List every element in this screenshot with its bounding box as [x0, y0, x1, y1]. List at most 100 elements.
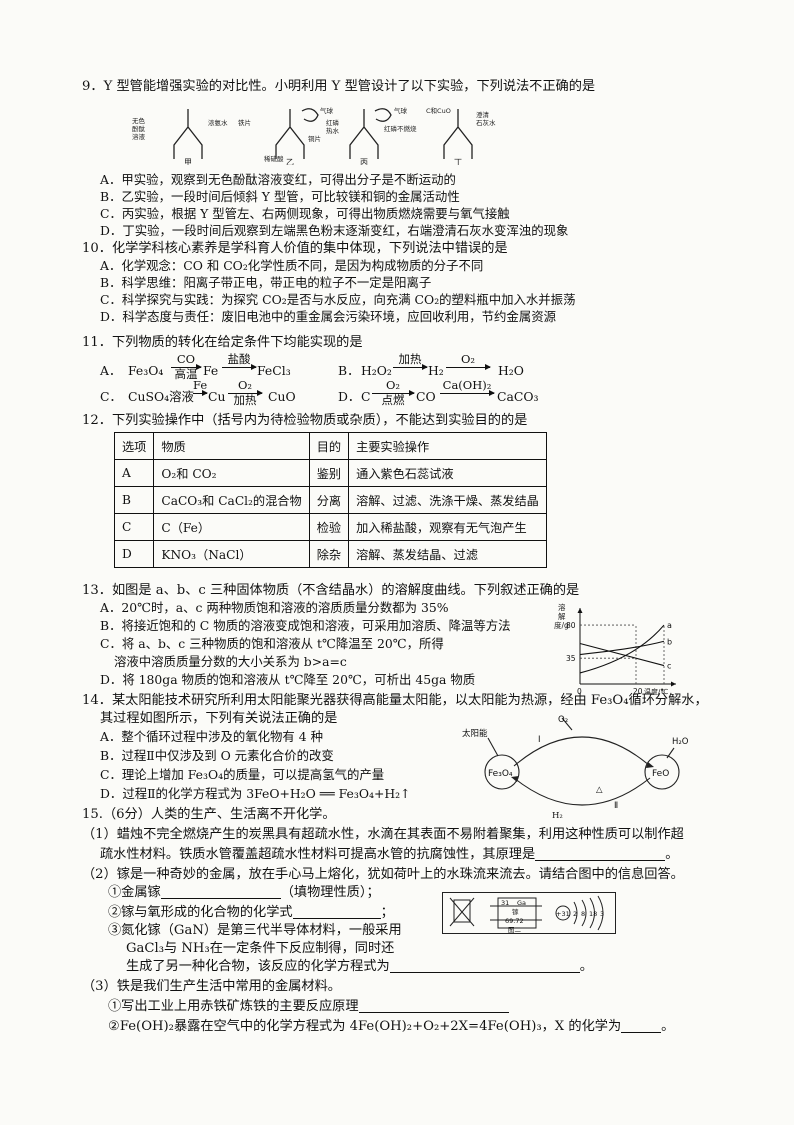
table-cell: B	[113, 486, 155, 514]
answer-blank[interactable]	[535, 848, 666, 862]
table-cell: 溶解、蒸发结晶、过滤	[348, 540, 547, 568]
x-axis-label: 温度/℃	[644, 687, 668, 696]
q11-b-arrow2: O₂	[446, 353, 491, 370]
x-axis-arrow	[671, 681, 676, 687]
answer-blank[interactable]	[621, 1020, 662, 1034]
q9-fig4-tag: 丁	[454, 158, 462, 165]
q11-c-s1: CuSO₄溶液	[128, 389, 194, 404]
q11-d-s1: C	[361, 389, 371, 404]
table-cell: 检验	[308, 513, 350, 541]
ga-nucleus: +31	[556, 910, 570, 918]
q15-part3: （3）铁是我们生产生活中常用的金属材料。	[82, 979, 341, 994]
ga-name: 镓	[512, 907, 519, 916]
chart-ylabel: 溶	[558, 602, 566, 612]
heat-symbol: △	[596, 785, 603, 795]
q11-a-s3: FeCl₃	[257, 363, 291, 378]
table-cell: A	[113, 459, 155, 487]
table-cell: 鉴别	[308, 459, 350, 487]
q9-fig4-label: C和CuO	[426, 106, 451, 115]
fe3o4-node: Fe₃O₄	[488, 769, 513, 779]
q11-d-s2: CO	[416, 389, 436, 404]
q11-b-s3: H₂O	[498, 363, 524, 378]
q9-apparatus-figure: 无色 酚酞 溶液 浓氨水 气球 铁片 铜片 稀硫酸 气球 红磷 热水 红磷不燃烧…	[132, 106, 496, 165]
h2-label: H₂	[552, 811, 563, 821]
q11-c-tag: C．	[100, 389, 122, 404]
q15-j1: ①写出工业上用赤铁矿炼铁的主要反应原理	[108, 1000, 509, 1014]
series-c-line	[579, 642, 665, 667]
q15-part1-cont: 疏水性材料。铁质水管覆盖超疏水性材料可提高水管的抗腐蚀性，其原理是。	[100, 847, 679, 862]
table-row: A O₂和 CO₂ 鉴别 通入紫色石蕊试液	[113, 459, 547, 487]
process-1-label: I	[538, 735, 541, 745]
table-cell: 除杂	[308, 540, 350, 568]
x-tick-label: 20	[633, 687, 643, 696]
table-cell: 溶解、过滤、洗涤干燥、蒸发结晶	[348, 486, 547, 514]
q10-option-c: C．科学探究与实践：为探究 CO₂是否与水反应，向充满 CO₂的塑料瓶中加入水并…	[100, 292, 576, 307]
q9-option-c: C．丙实验，根据 Y 型管左、右两侧现象，可得出物质燃烧需要与氧气接触	[100, 206, 510, 221]
q11-a-arrow2: 盐酸	[222, 353, 257, 370]
y-tick-label: 80	[566, 621, 576, 630]
chart-ylabel: 度/g	[554, 620, 569, 630]
q11-d-tag: D．	[338, 389, 361, 404]
q13-option-b: B．将接近饱和的 C 物质的溶液变成饱和溶液，可采用加溶质、降温等方法	[100, 618, 511, 633]
table-cell: C（Fe）	[153, 513, 310, 541]
q13-option-a: A．20℃时，a、c 两种物质饱和溶液的溶质质量分数都为 35%	[100, 600, 449, 615]
q13-option-c-cont: 溶液中溶质质量分数的大小关系为 b>a=c	[114, 654, 347, 669]
q10-option-d: D．科学态度与责任：废旧电池中的重金属会污染环境，应回收利用，节约金属资源	[100, 309, 556, 324]
ga-shell: 18	[589, 910, 597, 918]
ga-shell: 8	[581, 910, 585, 918]
q14-option-c: C．理论上增加 Fe₃O₄的质量，可以提高氢气的产量	[100, 767, 385, 782]
y-axis-arrow	[577, 608, 583, 613]
figure-caption: 图二	[508, 926, 522, 934]
q11-a-s2: Fe	[203, 363, 219, 378]
q14-option-d: D．过程Ⅱ的化学方程式为 3FeO+H₂O ══ Fe₃O₄+H₂↑	[100, 786, 411, 801]
table-cell: C	[113, 513, 155, 541]
q15-item3: ③氮化镓（GaN）是第三代半导体材料，一般采用	[108, 923, 402, 938]
q9-option-b: B．乙实验，一段时间后倾斜 Y 型管，可比较镁和铜的金属活动性	[100, 189, 460, 204]
chart-ylabel: 解	[558, 611, 566, 621]
table-header-cell: 选项	[113, 432, 155, 460]
answer-blank[interactable]	[358, 1000, 509, 1014]
answer-blank[interactable]	[389, 960, 580, 974]
q11-stem: 11．下列物质的转化在给定条件下均能实现的是	[82, 335, 363, 350]
table-header-cell: 主要实验操作	[348, 432, 547, 460]
water-splitting-cycle-diagram: 太阳能 O₂ H₂O Fe₃O₄ FeO I △ Ⅱ	[462, 715, 689, 812]
series-label: c	[667, 662, 671, 671]
q11-b-tag: B．	[338, 363, 360, 378]
q10-option-b: B．科学思维：阳离子带正电，带正电的粒子不一定是阳离子	[100, 275, 432, 290]
q9-fig3-label: 红磷	[326, 118, 340, 127]
series-a-line	[579, 624, 665, 674]
y-tick-label: 35	[566, 654, 576, 663]
process-2-label: Ⅱ	[614, 801, 618, 811]
q14-option-b: B．过程Ⅱ中仅涉及到 O 元素化合价的改变	[100, 748, 334, 763]
answer-blank[interactable]	[160, 886, 281, 900]
ga-shell: 2	[573, 910, 577, 918]
q15-part1: （1）蜡烛不完全燃烧产生的炭黑具有超疏水性，水滴在其表面不易附着聚集，利用这种性…	[82, 827, 684, 842]
q9-fig3-tag: 丙	[360, 158, 368, 165]
q14-stem-cont: 其过程如图所示，下列有关说法正确的是	[100, 711, 338, 726]
answer-blank[interactable]	[292, 906, 381, 920]
table-cell: 分离	[308, 486, 350, 514]
q15-item3-cont: GaCl₃与 NH₃在一定条件下反应制得，同时还	[126, 941, 395, 956]
series-label: a	[667, 621, 672, 630]
q9-fig1-label: 溶液	[132, 132, 146, 141]
q9-fig1-label: 酚酞	[132, 124, 146, 133]
q13-option-c: C．将 a、b、c 三种物质的饱和溶液从 t℃降温至 20℃，所得	[100, 636, 444, 651]
q9-fig1-label: 无色	[132, 116, 146, 125]
q13-stem: 13．如图是 a、b、c 三种固体物质（不含结晶水）的溶解度曲线。下列叙述正确的…	[82, 583, 580, 598]
q10-option-a: A．化学观念：CO 和 CO₂化学性质不同，是因为构成物质的分子不同	[100, 258, 484, 273]
x-tick-label: t	[661, 687, 664, 696]
q14-stem: 14．某太阳能技术研究所利用太阳能聚光器获得高能量太阳能，以太阳能为热源，经由 …	[82, 693, 708, 708]
q15-part2: （2）镓是一种奇妙的金属，放在手心马上熔化，犹如荷叶上的水珠流来流去。请结合图中…	[82, 867, 684, 882]
table-cell: CaCO₃和 CaCl₂的混合物	[153, 486, 310, 514]
q9-fig2-label: 稀硫酸	[264, 154, 284, 163]
q11-c-s3: CuO	[268, 389, 296, 404]
series-label: b	[667, 637, 672, 646]
ga-shell: 3	[600, 910, 604, 918]
q15-item3-cont2: 生成了另一种化合物，该反应的化学方程式为。	[126, 959, 593, 974]
q9-fig3-label: 红磷不燃烧	[384, 124, 417, 133]
table-row: D KNO₃（NaCl） 除杂 溶解、蒸发结晶、过滤	[113, 540, 547, 568]
